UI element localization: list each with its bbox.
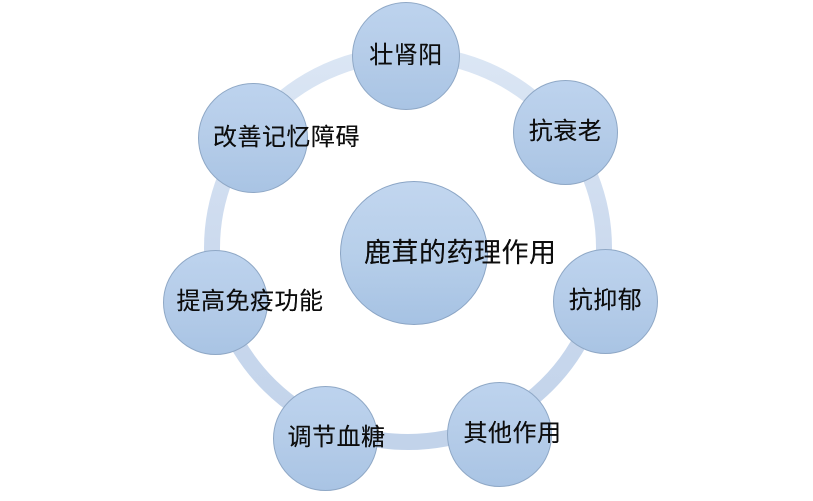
- node-gai-shan-ji-yi-zhang-ai[interactable]: 改善记忆障碍: [198, 83, 360, 193]
- node-label: 其他作用: [463, 421, 562, 448]
- node-label: 调节血糖: [287, 425, 386, 452]
- node-ti-gao-mian-yi-gong-neng[interactable]: 提高免疫功能: [163, 250, 324, 355]
- node-label: 壮肾阳: [369, 42, 443, 69]
- node-label: 提高免疫功能: [176, 289, 324, 316]
- node-tiao-jie-xue-tang[interactable]: 调节血糖: [273, 386, 386, 491]
- node-zhuang-shen-yang[interactable]: 壮肾阳: [352, 2, 460, 110]
- node-label: 抗抑郁: [568, 288, 643, 315]
- node-label: 改善记忆障碍: [213, 124, 360, 151]
- center-node-label: 鹿茸的药理作用: [364, 237, 557, 268]
- node-label: 抗衰老: [528, 119, 603, 146]
- node-kang-shuai-lao[interactable]: 抗衰老: [513, 80, 618, 185]
- node-qi-ta-zuo-yong[interactable]: 其他作用: [447, 382, 562, 487]
- node-kang-yi-yu[interactable]: 抗抑郁: [553, 249, 658, 354]
- center-node[interactable]: 鹿茸的药理作用: [340, 181, 557, 325]
